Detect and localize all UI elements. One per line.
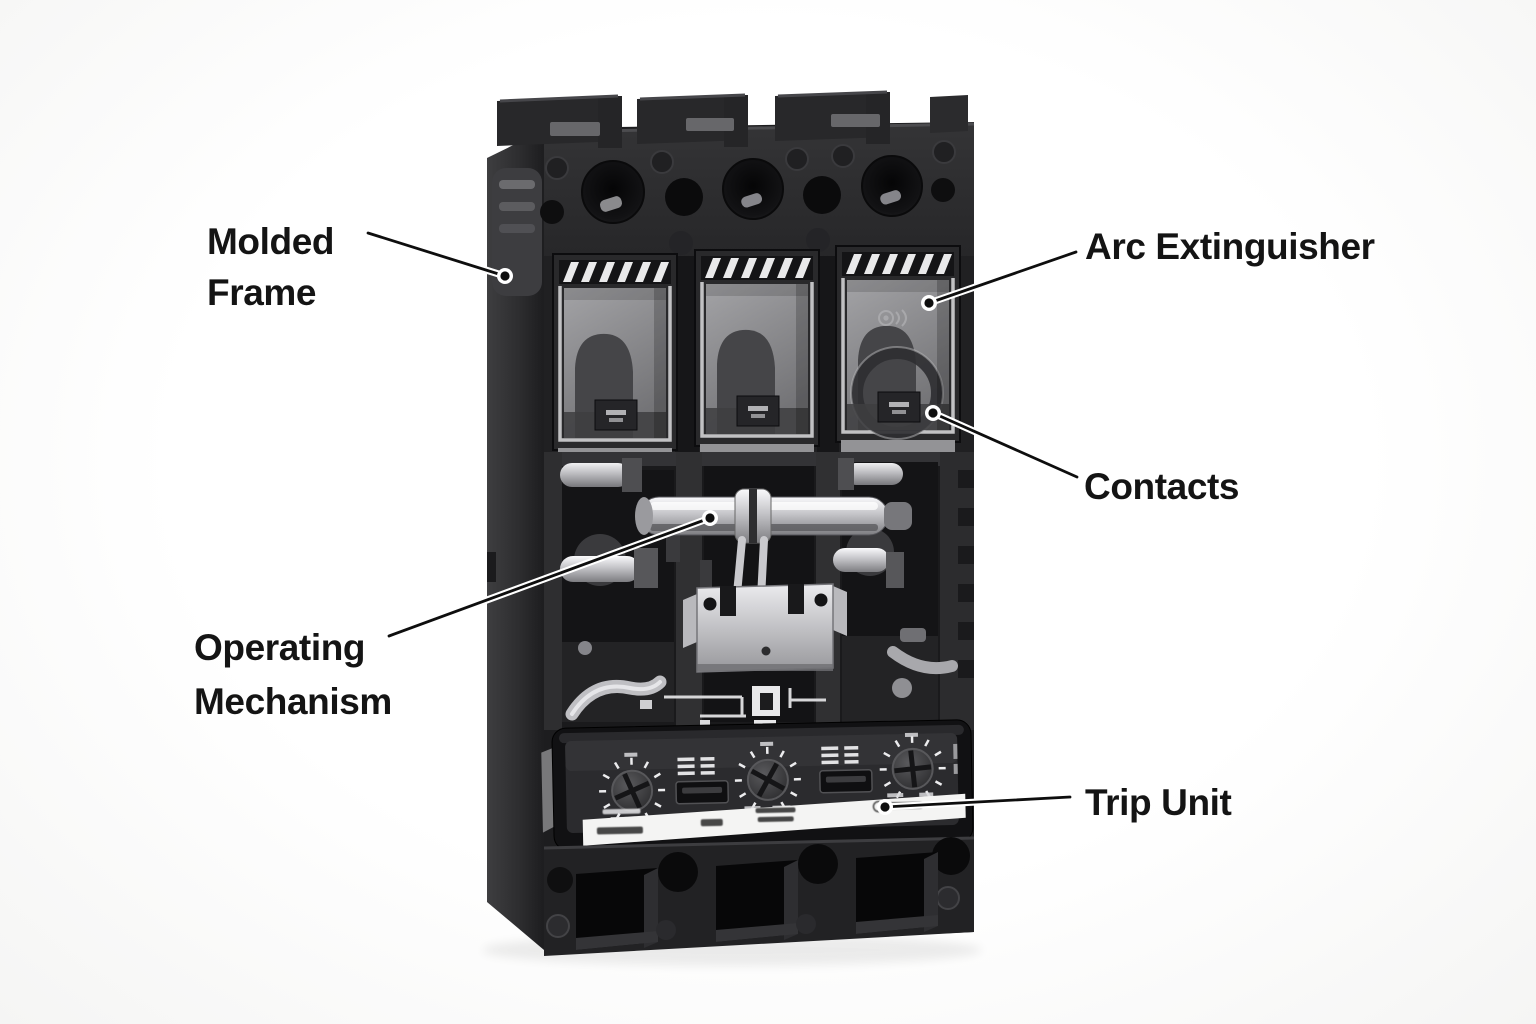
operating-mechanism-assembly xyxy=(544,452,974,730)
bottom-window-3 xyxy=(856,852,938,934)
label-molded-frame-line2: Frame xyxy=(207,272,317,313)
label-contacts-text: Contacts xyxy=(1084,466,1240,507)
mechanism-plate xyxy=(683,583,847,673)
label-operating-mechanism: Operating Mechanism xyxy=(194,621,392,729)
label-contacts: Contacts xyxy=(1084,461,1240,513)
bottom-window-2 xyxy=(716,860,798,942)
molded-stamp xyxy=(878,309,907,327)
label-molded-frame: Molded Frame xyxy=(207,216,334,318)
leader-arc-extinguisher xyxy=(921,248,1080,311)
terminal-tab-2 xyxy=(637,93,748,147)
terminal-corner-block xyxy=(930,95,968,133)
label-operating-mechanism-line1: Operating xyxy=(194,627,366,668)
setting-window-2 xyxy=(819,745,873,794)
label-trip-unit: Trip Unit xyxy=(1085,777,1232,829)
label-trip-unit-text: Trip Unit xyxy=(1085,782,1232,823)
terminal-tab-1 xyxy=(497,94,622,148)
arc-chute-pole-1 xyxy=(552,253,678,466)
label-arc-extinguisher-text: Arc Extinguisher xyxy=(1085,226,1375,267)
label-molded-frame-line1: Molded xyxy=(207,221,335,262)
bottom-window-1 xyxy=(576,868,658,950)
arc-chute-pole-2 xyxy=(694,249,820,462)
ampere-dial-3 xyxy=(879,732,946,799)
terminal-holes xyxy=(540,140,956,255)
label-operating-mechanism-line2: Mechanism xyxy=(194,681,392,722)
ampere-dial-2 xyxy=(734,741,801,811)
trip-unit-panel xyxy=(541,719,974,851)
contact-coil-ring xyxy=(851,347,943,439)
leader-trip-unit xyxy=(877,793,1074,815)
leader-contacts xyxy=(925,405,1081,481)
linkage-details xyxy=(664,688,826,718)
leader-molded-frame xyxy=(364,229,513,284)
arc-chute-pole-3 xyxy=(835,245,961,458)
setting-window-1 xyxy=(675,756,730,805)
label-arc-extinguisher: Arc Extinguisher xyxy=(1085,221,1375,273)
arc-extinguisher-assembly xyxy=(544,245,974,470)
leader-operating-mechanism xyxy=(385,510,718,640)
terminal-tab-3 xyxy=(775,90,890,144)
bottom-terminals xyxy=(543,836,975,956)
